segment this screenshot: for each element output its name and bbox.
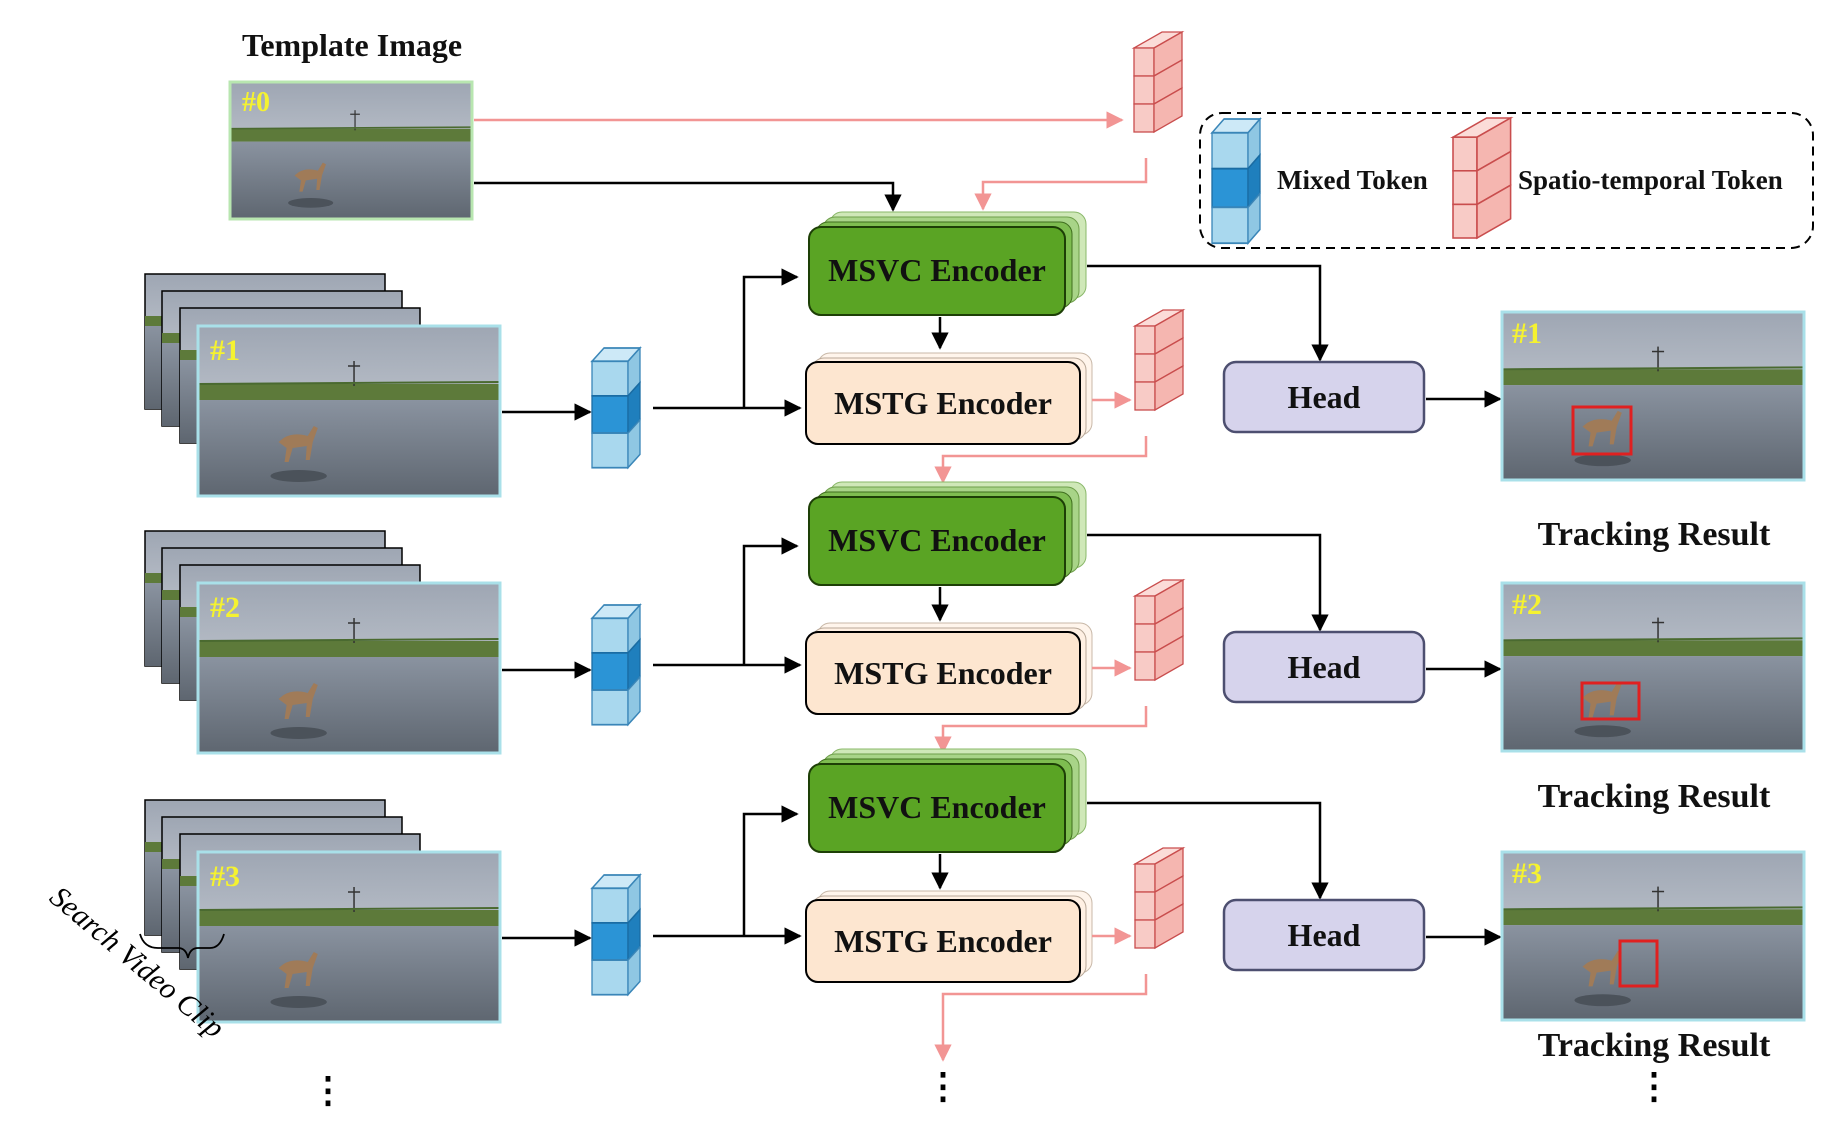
search-clip-row-1 (144, 273, 502, 498)
token-to-msvc-arrow-2 (742, 537, 799, 665)
msvc-to-head-arrow-1 (1087, 264, 1329, 362)
st-propagate-arrow-3 (934, 974, 1148, 1062)
mstg-encoder-label-1: MSTG Encoder (834, 385, 1052, 421)
tracking-result-image-1 (1500, 310, 1806, 482)
mstg-encoder-3: MSTG Encoder (805, 890, 1093, 983)
msvc-encoder-label-1: MSVC Encoder (828, 252, 1046, 288)
msvc-encoder-label-2: MSVC Encoder (828, 522, 1046, 558)
head-label-1: Head (1288, 379, 1361, 415)
st-propagate-arrow-1 (934, 436, 1148, 484)
msvc-encoder-1: MSVC Encoder (808, 211, 1087, 316)
clip-brace (139, 933, 225, 959)
head-label-3: Head (1288, 917, 1361, 953)
st-token-1 (1134, 309, 1184, 411)
msvc-to-head-arrow-2 (1087, 533, 1329, 632)
msvc-encoder-label-3: MSVC Encoder (828, 789, 1046, 825)
st-token-template (1133, 31, 1183, 133)
mstg-encoder-1: MSTG Encoder (805, 352, 1093, 445)
frame-label-2: #2 (210, 591, 240, 624)
bbox-3 (1618, 939, 1659, 988)
template-image-title: Template Image (242, 27, 462, 63)
msvc-encoder-2: MSVC Encoder (808, 481, 1087, 586)
token-to-msvc-arrow-1 (742, 268, 799, 408)
token-to-msvc-arrow-3 (742, 805, 799, 936)
result-label-2: #2 (1512, 588, 1542, 621)
ellipsis-right: ⋮ (1636, 1066, 1672, 1106)
head-label-2: Head (1288, 649, 1361, 685)
tracking-result-caption-2: Tracking Result (1538, 778, 1771, 815)
template-image (228, 80, 474, 221)
st-token-3 (1134, 847, 1184, 949)
head-1 (1222, 360, 1426, 434)
legend-st-token-label: Spatio-temporal Token (1518, 165, 1783, 195)
bbox-2 (1580, 681, 1641, 721)
frame-label-0: #0 (242, 87, 270, 118)
msvc-encoder-3: MSVC Encoder (808, 748, 1087, 853)
head-2 (1222, 630, 1426, 704)
mstg-encoder-2: MSTG Encoder (805, 622, 1093, 715)
legend-st-token-icon (1452, 117, 1512, 239)
legend-mixed-token-icon (1211, 118, 1261, 245)
search-clip-row-2 (144, 530, 502, 755)
msvc-to-head-arrow-3 (1087, 801, 1329, 900)
mstg-encoder-label-3: MSTG Encoder (834, 923, 1052, 959)
legend-mixed-token-label: Mixed Token (1277, 165, 1428, 195)
mixed-token-1 (591, 347, 641, 469)
search-clip-row-3 (144, 799, 502, 1024)
tracking-result-image-2 (1500, 581, 1806, 753)
mstg-encoder-label-2: MSTG Encoder (834, 655, 1052, 691)
result-label-1: #1 (1512, 317, 1542, 350)
result-label-3: #3 (1512, 857, 1542, 890)
tracking-result-caption-3: Tracking Result (1538, 1027, 1771, 1064)
ellipsis-middle: ⋮ (925, 1066, 961, 1106)
bbox-1 (1571, 405, 1633, 456)
st-token-2 (1134, 579, 1184, 681)
mixed-token-2 (591, 604, 641, 726)
template-to-msvc-arrow (474, 181, 902, 212)
tracking-result-image-3 (1500, 850, 1806, 1022)
mixed-token-3 (591, 874, 641, 996)
head-3 (1222, 898, 1426, 972)
frame-label-3: #3 (210, 860, 240, 893)
tracking-result-caption-1: Tracking Result (1538, 516, 1771, 553)
st-to-msvc-arrow (974, 158, 1148, 211)
st-propagate-arrow-2 (934, 706, 1148, 754)
frame-label-1: #1 (210, 334, 240, 367)
legend-box (1199, 112, 1814, 249)
ellipsis-left: ⋮ (310, 1070, 346, 1110)
